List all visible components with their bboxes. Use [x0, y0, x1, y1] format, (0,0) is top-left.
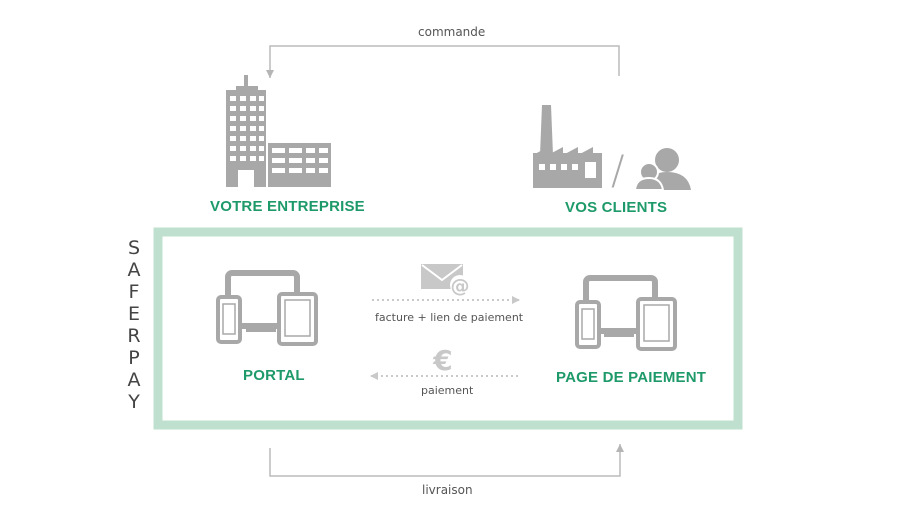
brand-letter: P: [128, 347, 140, 369]
separator-slash: /: [611, 148, 625, 194]
svg-text:€: €: [432, 344, 452, 377]
brand-letter: A: [127, 369, 141, 391]
factory-icon: [533, 105, 602, 188]
brand-letter: Y: [128, 391, 140, 413]
vos-clients-label: VOS CLIENTS: [565, 199, 668, 216]
brand-letter: S: [127, 237, 141, 259]
devices-icon: [575, 275, 677, 351]
brand-letter: R: [127, 325, 141, 347]
livraison-label: livraison: [422, 483, 473, 497]
portal-label: PORTAL: [243, 367, 305, 384]
users-icon: [633, 148, 691, 191]
commande-arrow: [266, 45, 620, 78]
brand-letter: E: [127, 303, 140, 325]
votre-entreprise-label: VOTRE ENTREPRISE: [210, 198, 365, 215]
svg-text:@: @: [451, 275, 470, 297]
brand-letter: A: [127, 259, 141, 281]
office-building-icon: [226, 75, 331, 187]
page-de-paiement-label: PAGE DE PAIEMENT: [556, 369, 707, 386]
mail-at-icon: @: [421, 264, 470, 297]
livraison-arrow: [269, 444, 624, 477]
facture-label: facture + lien de paiement: [375, 311, 524, 324]
euro-icon: €: [432, 344, 452, 377]
commande-label: commande: [418, 25, 486, 39]
brand-letter: F: [128, 281, 140, 303]
paiement-label: paiement: [421, 384, 474, 397]
devices-icon: [216, 270, 318, 346]
